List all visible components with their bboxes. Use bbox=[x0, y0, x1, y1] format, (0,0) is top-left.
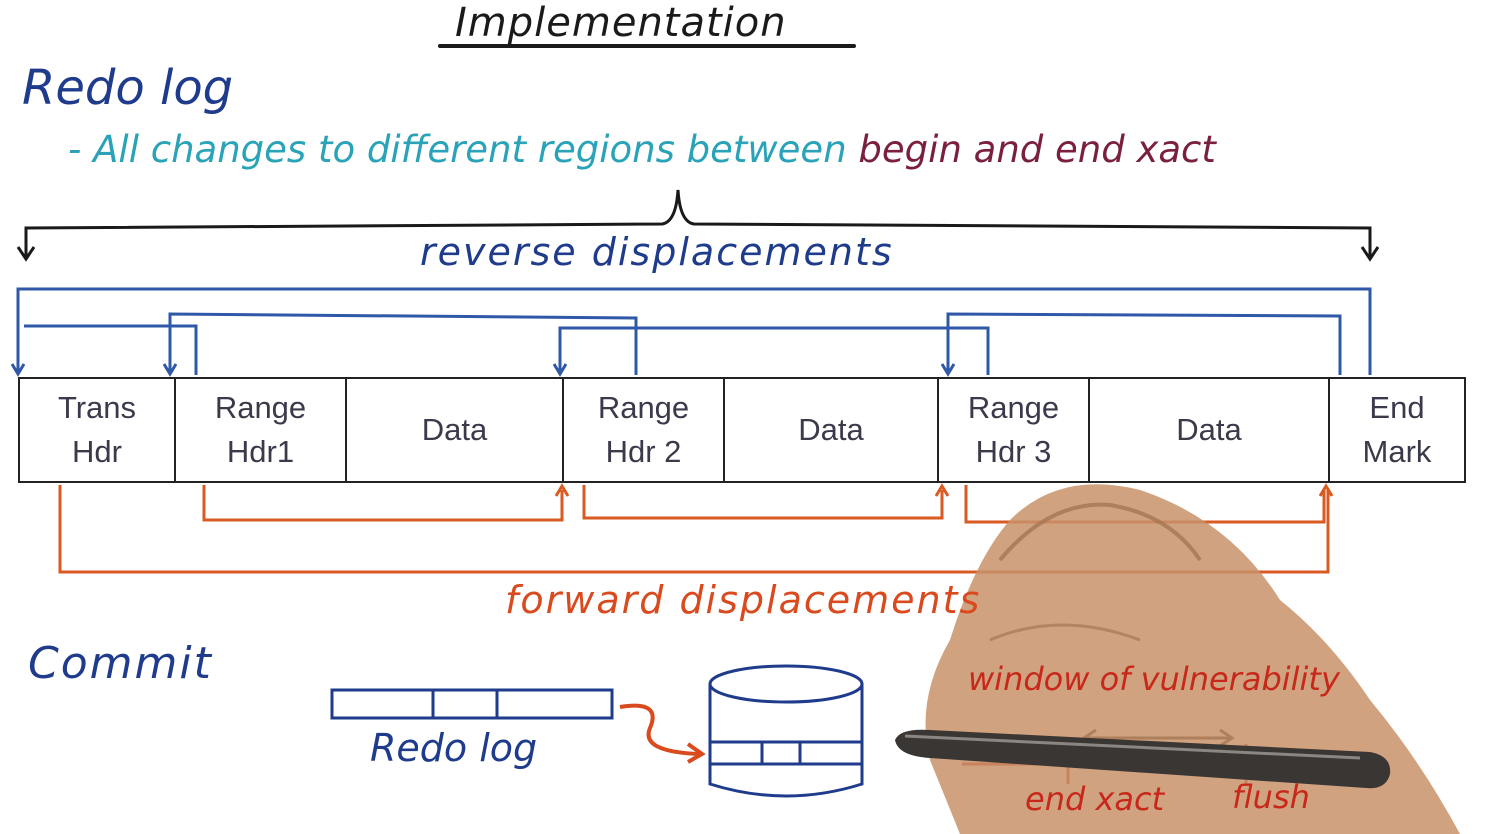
commit-arrow bbox=[619, 703, 706, 764]
window-of-vulnerability-label: window of vulnerability bbox=[968, 660, 1340, 698]
redo-log-box bbox=[330, 688, 614, 720]
cell-line1: Data bbox=[798, 412, 864, 447]
cell-line1: End bbox=[1369, 390, 1425, 425]
commit-heading: Commit bbox=[28, 638, 213, 689]
cell-line1: Range bbox=[967, 390, 1060, 425]
bullet-text-changes: - All changes to different regions betwe… bbox=[68, 128, 847, 171]
cell-line2: Mark bbox=[1362, 434, 1432, 469]
redo-log-heading: Redo log bbox=[22, 60, 234, 116]
end-xact-label: end xact bbox=[1025, 780, 1165, 818]
hand-with-pen-image bbox=[895, 484, 1460, 834]
database-cylinder-icon bbox=[708, 664, 864, 798]
cell-line1: Data bbox=[1176, 412, 1242, 447]
cell-data-1: Data bbox=[347, 379, 564, 481]
flush-label: flush bbox=[1232, 778, 1310, 816]
bullet-text-xact: begin and end xact bbox=[858, 128, 1216, 171]
cell-line1: Range bbox=[597, 390, 690, 425]
redo-log-box-label: Redo log bbox=[370, 726, 538, 770]
cell-data-2: Data bbox=[725, 379, 939, 481]
cell-line2: Hdr1 bbox=[226, 434, 295, 469]
title-underline bbox=[438, 44, 856, 48]
forward-arrowheads bbox=[554, 483, 1334, 497]
redo-log-bullet: - All changes to different regions betwe… bbox=[68, 128, 1216, 171]
reverse-arrowheads bbox=[10, 363, 956, 377]
cell-line1: Trans bbox=[57, 390, 137, 425]
reverse-displacements-label: reverse displacements bbox=[420, 230, 894, 274]
cell-line2: Hdr 2 bbox=[605, 434, 682, 469]
cell-data-3: Data bbox=[1090, 379, 1330, 481]
cell-line1: Range bbox=[214, 390, 307, 425]
reverse-displacement-lines bbox=[16, 287, 1372, 375]
cell-line2: Hdr 3 bbox=[975, 434, 1052, 469]
page-title: Implementation bbox=[455, 0, 787, 46]
forward-displacements-label: forward displacements bbox=[505, 578, 982, 622]
cell-line1: Data bbox=[421, 412, 488, 447]
cell-line2: Hdr bbox=[72, 434, 122, 469]
record-brace bbox=[16, 189, 1380, 262]
